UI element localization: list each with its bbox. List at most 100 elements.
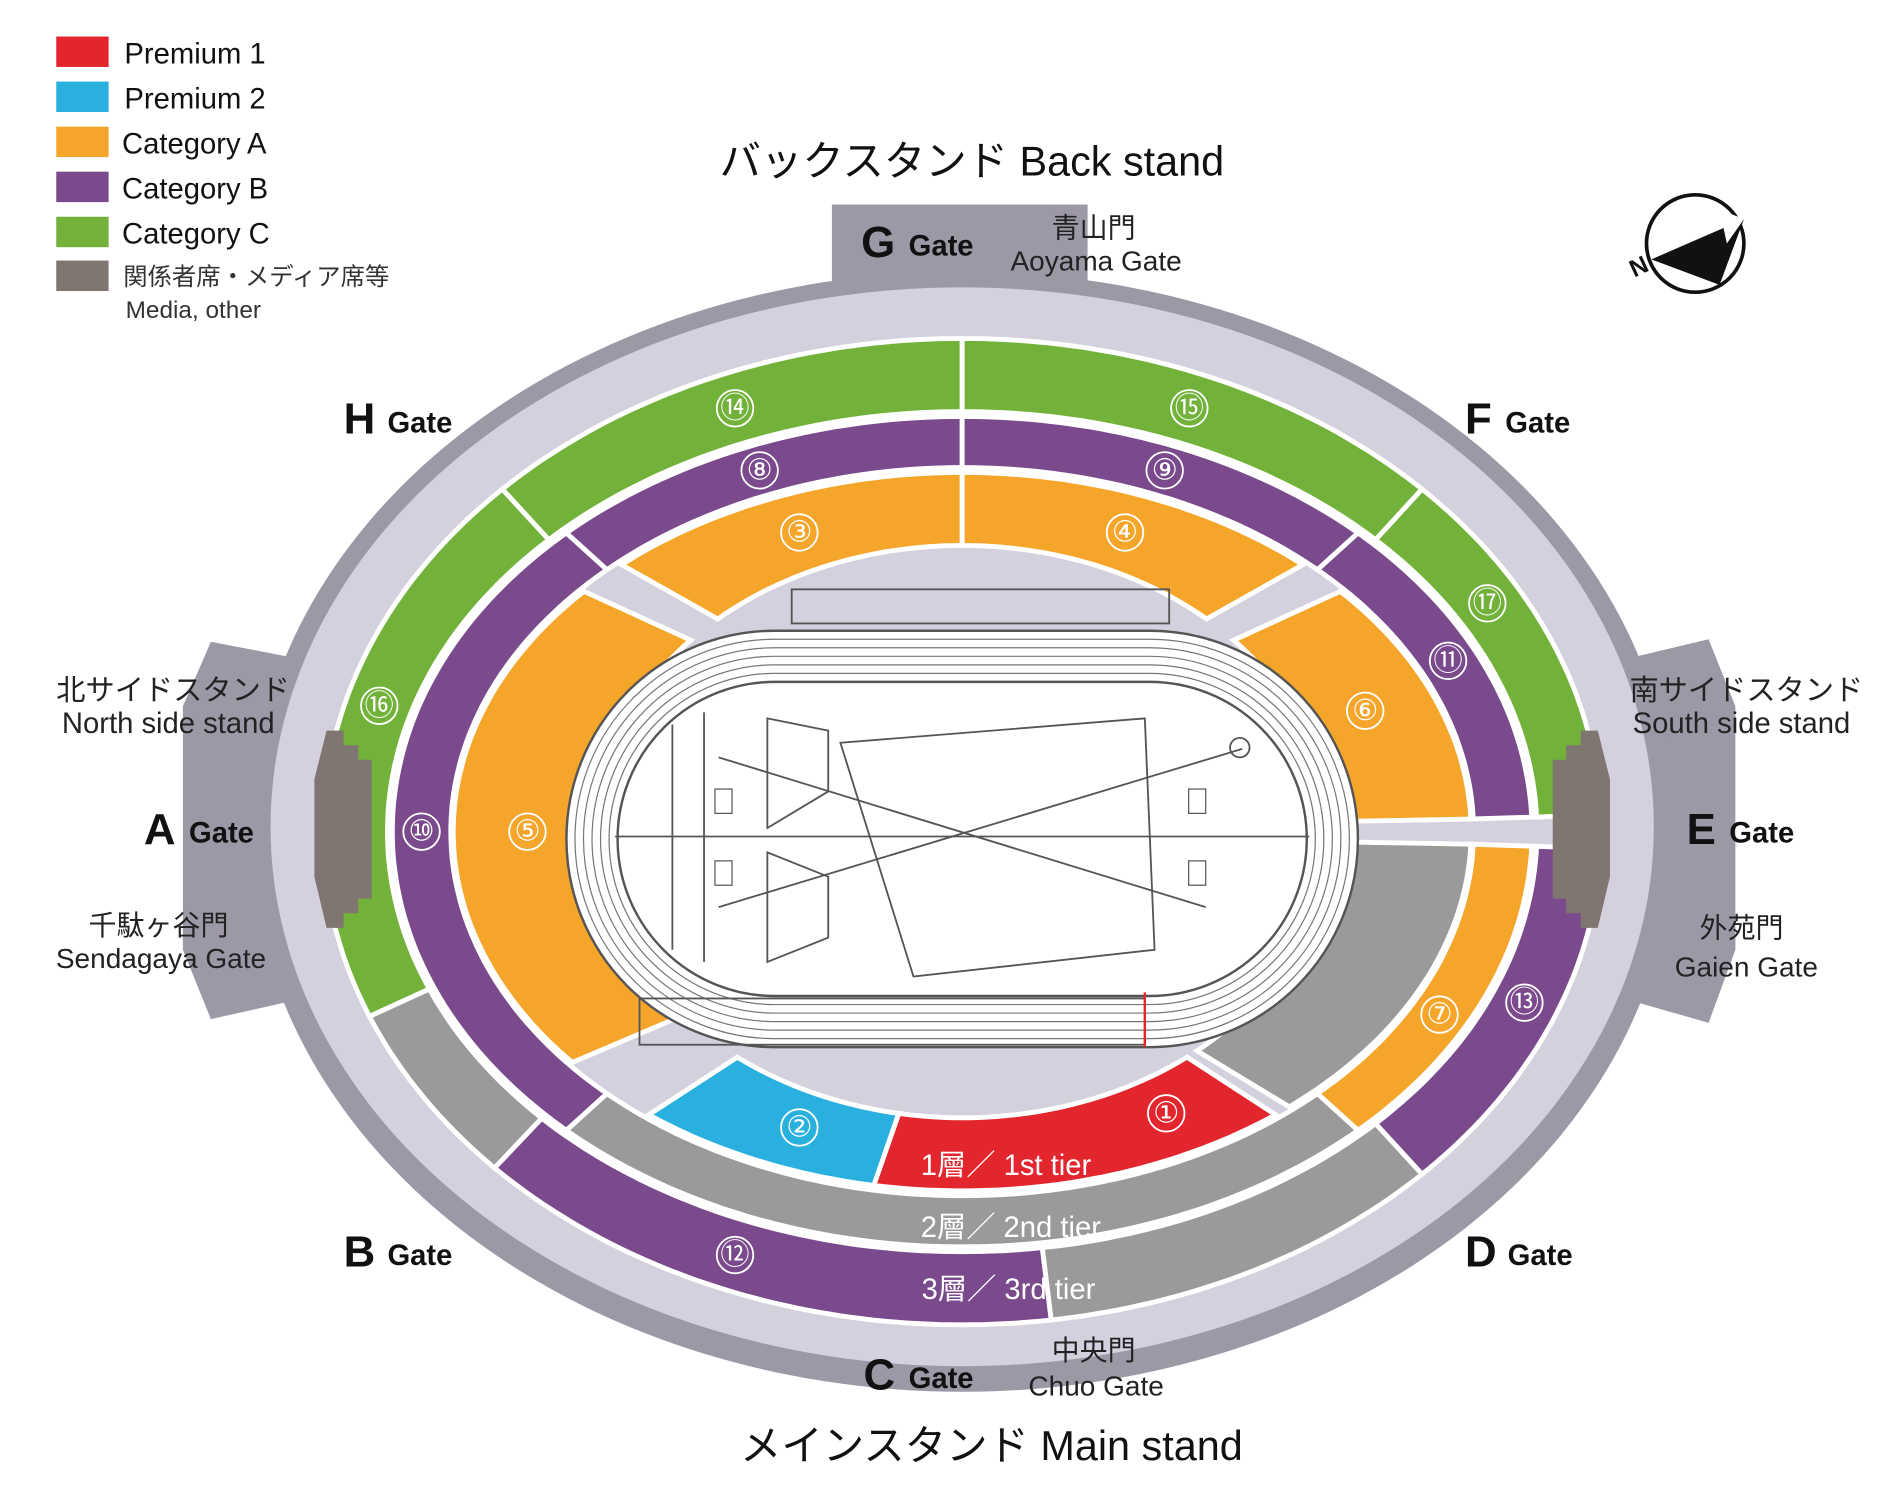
gate-h-letter: H [344,394,376,443]
tier-3-label: 3層／ 3rd tier [922,1274,1096,1306]
section-number: ⑦ [1426,999,1452,1031]
section-4-area [959,470,1308,622]
gate-c-name-jp: 中央門 [1052,1335,1136,1366]
section-number: ⑰ [1473,587,1502,619]
section-7[interactable]: ⑦ [1313,841,1535,1134]
section-number-circle [1420,995,1459,1034]
media-area-north [314,730,372,928]
gate-b: B Gate [344,1227,453,1276]
gate-f: F Gate [1465,394,1570,443]
gate-g-word: Gate [909,231,974,263]
gate-f-letter: F [1465,394,1492,443]
legend: Premium 1 Premium 2 Category A Category … [56,36,389,324]
section-number-circle [715,389,755,428]
gate-b-letter: B [344,1227,376,1276]
track-lane [591,655,1333,1023]
gate-d-word: Gate [1508,1240,1573,1272]
section-number: ⑭ [720,392,749,424]
gate-e-word: Gate [1729,818,1794,850]
section-4[interactable]: ④ [959,470,1308,622]
section-10[interactable]: ⑩ [389,529,611,1134]
section-number-circle [715,1235,755,1275]
throwing-circle [1229,736,1251,759]
media-area-south [1552,730,1610,928]
gate-f-word: Gate [1505,407,1570,439]
section-11-area [1313,529,1535,822]
gate-e-name-en: Gaien Gate [1675,952,1818,983]
infield [616,680,1308,998]
section-number-circle [402,812,441,851]
legend-swatch-media [56,260,109,292]
gate-a-word: Gate [189,818,254,850]
section-12[interactable]: ⑫ [491,1114,1054,1328]
section-number-circle [1105,513,1145,552]
jump-pit [1188,860,1207,886]
north-stand-title-jp: 北サイドスタンド [56,675,290,707]
track-lane [574,638,1350,1040]
section-number-circle [780,1108,819,1147]
gate-c-letter: C [864,1350,896,1399]
section-number: ③ [786,516,812,548]
legend-label-premium-2: Premium 2 [124,83,265,115]
throwing-sector [766,850,830,964]
section-7-area [1313,841,1535,1134]
legend-swatch-category-a [56,126,109,158]
south-stand-title-en: South side stand [1633,708,1851,740]
section-number-circle [1468,584,1507,623]
section-11[interactable]: ⑪ [1313,529,1535,822]
section-number-circle [1346,691,1385,730]
legend-label-category-c: Category C [122,219,270,251]
section-number-circle [1505,983,1544,1022]
section-number: ⑨ [1152,454,1178,486]
gate-b-word: Gate [387,1240,452,1272]
section-number: ⑬ [1510,987,1539,1019]
section-2-area [644,1054,903,1189]
gate-d: D Gate [1465,1227,1573,1276]
gate-g-letter: G [861,218,895,267]
section-13[interactable]: ⑬ [1371,843,1604,1178]
legend-swatch-category-c [56,216,109,248]
section-number-circle [1145,451,1184,490]
jump-pit [1188,788,1207,814]
legend-label-media-en: Media, other [126,297,261,324]
legend-swatch-category-b [56,171,109,203]
legend-label-premium-1: Premium 1 [124,38,265,70]
section-number: ④ [1112,516,1138,548]
field-line [718,747,1243,909]
section-1[interactable]: ① [870,1054,1281,1194]
section-number: ⑪ [1433,645,1462,677]
throwing-sector [839,717,1156,978]
section-2[interactable]: ② [644,1054,903,1189]
section-10-area [389,529,611,1134]
section-number-circle [780,513,819,552]
gate-c-name-en: Chuo Gate [1028,1370,1163,1401]
gate-d-letter: D [1465,1227,1497,1276]
track-lane [582,647,1342,1031]
north-stand-title-en: North side stand [62,708,275,740]
legend-swatch-premium-1 [56,36,109,67]
scoreboard-structure [790,588,1171,625]
gate-e-letter: E [1687,805,1716,854]
section-number: ⑥ [1352,695,1378,727]
section-number: ⑧ [747,454,773,486]
section-number: ① [1153,1097,1179,1129]
throwing-sector [766,717,830,830]
gate-c: C Gate [864,1350,974,1399]
north-arrow-icon: N [1625,192,1746,295]
legend-label-media-jp: 関係者席・メディア席等 [123,264,389,291]
section-number-circle [1428,641,1468,681]
section-number-circle [1170,389,1209,428]
gate-g-name-jp: 青山門 [1052,212,1136,243]
jump-pit [714,860,733,886]
section-12-area [491,1114,1054,1328]
gate-c-word: Gate [909,1363,974,1395]
back-stand-title: バックスタンド Back stand [720,138,1225,184]
section-17[interactable]: ⑰ [1371,485,1604,820]
legend-label-category-b: Category B [122,173,268,205]
gate-e: E Gate [1687,805,1795,854]
gate-a-name-en: Sendagaya Gate [56,943,266,974]
